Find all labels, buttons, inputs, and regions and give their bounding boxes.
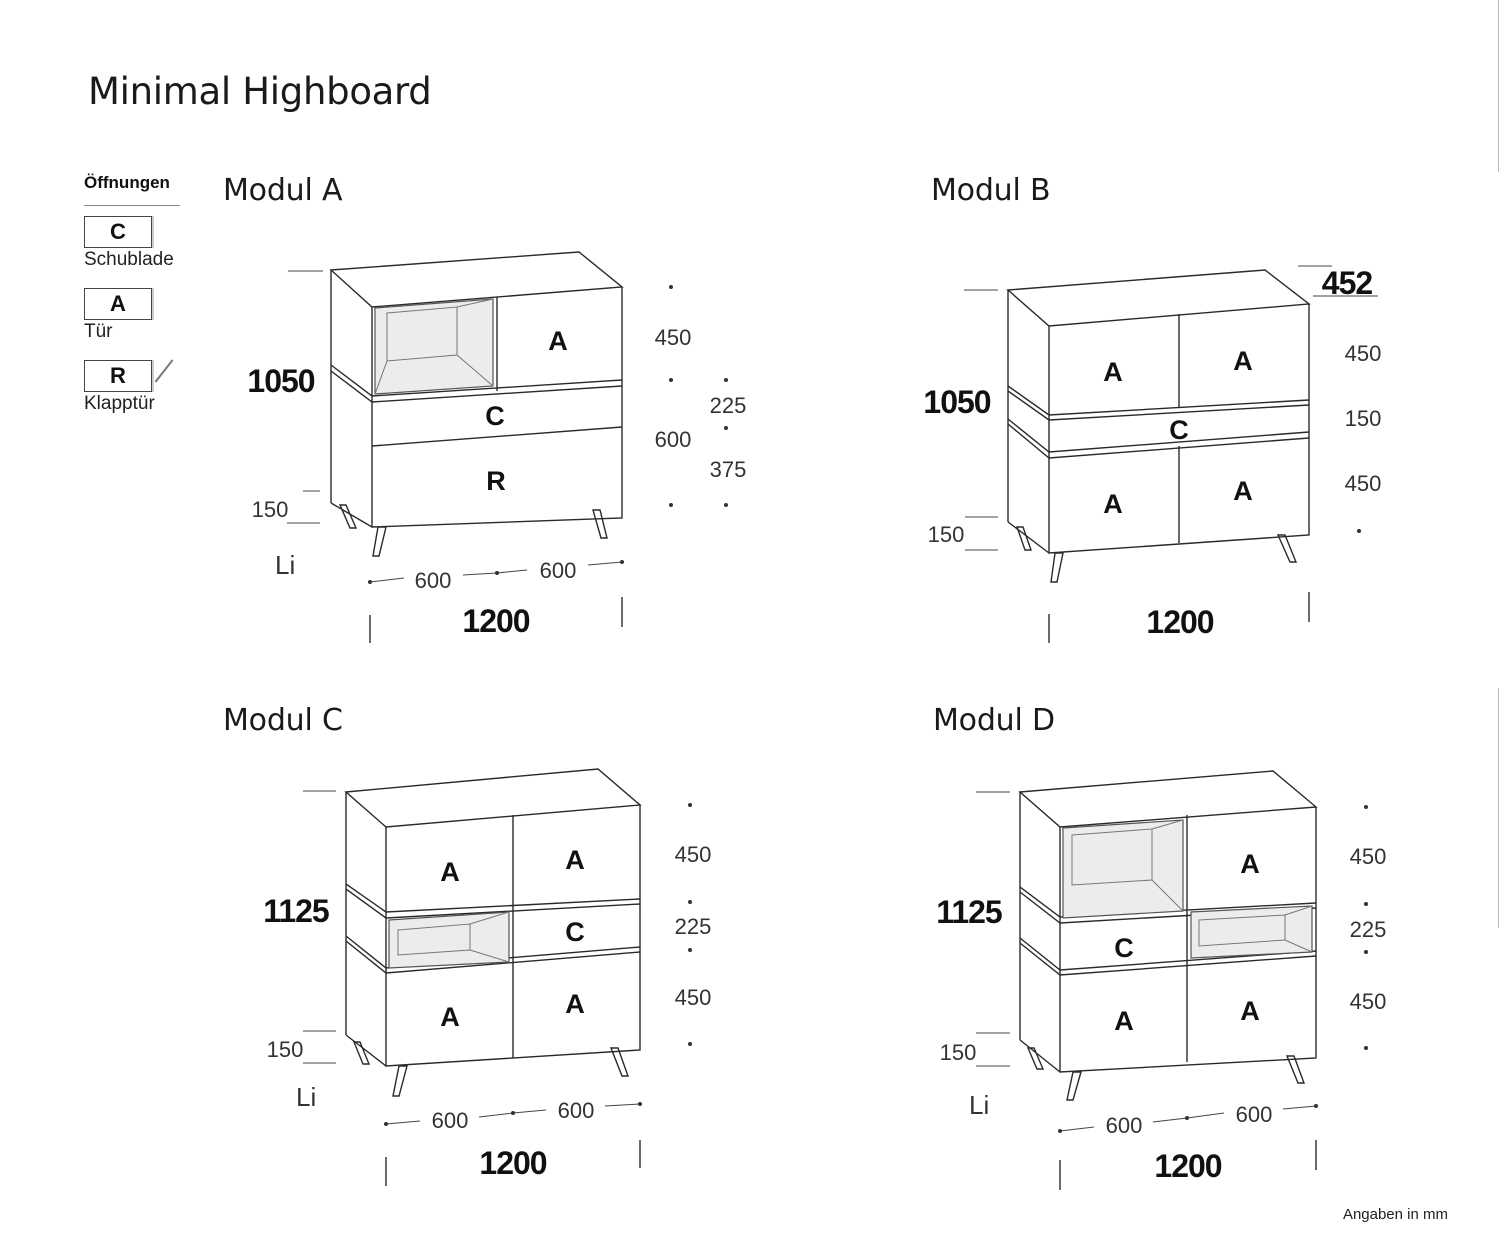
- module-a-title: Modul A: [223, 173, 343, 208]
- module-b-front-door-3: A: [1103, 489, 1123, 519]
- module-c-cabinet: [344, 768, 642, 1097]
- legend-divider: [84, 205, 180, 206]
- module-c-dim-upper: 450: [675, 842, 712, 867]
- module-b-dim-lower: 450: [1345, 471, 1382, 496]
- module-c-plinth-height: 150: [267, 1037, 304, 1062]
- module-d-front-door-2: A: [1114, 1006, 1134, 1036]
- module-d-total-width: 1200: [1154, 1148, 1221, 1184]
- module-d-front-drawer: C: [1114, 933, 1134, 963]
- page-edge-mark-top: [1498, 0, 1499, 172]
- module-a-width-right: 600: [540, 558, 577, 583]
- legend-label-door: Tür: [84, 321, 113, 342]
- module-d-dimension-lines: [976, 791, 1368, 1190]
- module-c-total-height: 1125: [263, 893, 329, 929]
- openings-legend: Öffnungen C Schublade A Tür R Klapptür: [84, 173, 194, 422]
- module-d-total-height: 1125: [936, 894, 1002, 930]
- module-b-front-drawer: C: [1169, 415, 1189, 445]
- units-note: Angaben in mm: [1342, 1206, 1448, 1223]
- module-c-dimension-lines: [303, 790, 692, 1186]
- legend-label-flap-door: Klapptür: [84, 393, 155, 414]
- legend-code-flap-door: R: [84, 360, 152, 392]
- module-a-plinth-height: 150: [252, 497, 289, 522]
- legend-code-drawer: C: [84, 216, 152, 248]
- module-b-cabinet: [1006, 269, 1311, 583]
- module-d-li-label: Li: [969, 1090, 989, 1120]
- module-a-dim-flap: 375: [710, 457, 747, 482]
- module-a-total-width: 1200: [462, 603, 529, 639]
- module-d-plinth-height: 150: [940, 1040, 977, 1065]
- page-edge-mark-bottom: [1498, 688, 1499, 928]
- module-d-title: Modul D: [933, 703, 1055, 738]
- module-a-dim-drawer: 225: [710, 393, 747, 418]
- module-d-dim-drawer: 225: [1350, 917, 1387, 942]
- module-b-dimension-lines: [964, 265, 1378, 643]
- module-a-front-door: A: [548, 326, 568, 356]
- module-a-total-height: 1050: [247, 363, 314, 399]
- module-b-dim-drawer: 150: [1345, 406, 1382, 431]
- module-b-dim-upper: 450: [1345, 341, 1382, 366]
- page-title: Minimal Highboard: [88, 70, 432, 113]
- module-b-front-door-4: A: [1233, 476, 1253, 506]
- module-b-front-door-2: A: [1233, 346, 1253, 376]
- module-d-dim-upper: 450: [1350, 844, 1387, 869]
- module-a-cabinet: [329, 251, 624, 557]
- module-a-dimension-lines: [287, 270, 728, 643]
- module-a-dim-upper: 450: [655, 325, 692, 350]
- module-c-front-door-3: A: [440, 1002, 460, 1032]
- module-a-front-drawer: C: [485, 401, 505, 431]
- module-c-front-door-2: A: [565, 845, 585, 875]
- module-a-width-left: 600: [415, 568, 452, 593]
- module-c-width-right: 600: [558, 1098, 595, 1123]
- module-c-li-label: Li: [296, 1082, 316, 1112]
- module-c-width-left: 600: [432, 1108, 469, 1133]
- module-c-dim-lower: 450: [675, 985, 712, 1010]
- module-b-title: Modul B: [931, 173, 1051, 208]
- legend-item-drawer: C Schublade: [84, 216, 194, 278]
- module-c-total-width: 1200: [479, 1145, 546, 1181]
- module-d-front-door-1: A: [1240, 849, 1260, 879]
- module-d-width-right: 600: [1236, 1102, 1273, 1127]
- module-c-front-door-1: A: [440, 857, 460, 887]
- legend-item-door: A Tür: [84, 288, 194, 350]
- legend-item-flap-door: R Klapptür: [84, 359, 194, 422]
- module-a-li-label: Li: [275, 550, 295, 580]
- legend-code-door: A: [84, 288, 152, 320]
- module-a-dim-lower: 600: [655, 427, 692, 452]
- legend-heading: Öffnungen: [84, 173, 170, 192]
- legend-label-drawer: Schublade: [84, 249, 174, 270]
- module-b-total-width: 1200: [1146, 604, 1213, 640]
- module-d-front-door-3: A: [1240, 996, 1260, 1026]
- module-d-dim-lower: 450: [1350, 989, 1387, 1014]
- module-d-cabinet: [1018, 770, 1318, 1101]
- module-b-depth: 452: [1322, 265, 1373, 301]
- module-c-title: Modul C: [223, 703, 343, 738]
- module-c-front-drawer: C: [565, 917, 585, 947]
- module-b-plinth-height: 150: [928, 522, 965, 547]
- module-b-total-height: 1050: [923, 384, 990, 420]
- module-b-front-door-1: A: [1103, 357, 1123, 387]
- module-c-dim-drawer: 225: [675, 914, 712, 939]
- module-a-front-flap: R: [486, 466, 506, 496]
- module-d-width-left: 600: [1106, 1113, 1143, 1138]
- module-c-front-door-4: A: [565, 989, 585, 1019]
